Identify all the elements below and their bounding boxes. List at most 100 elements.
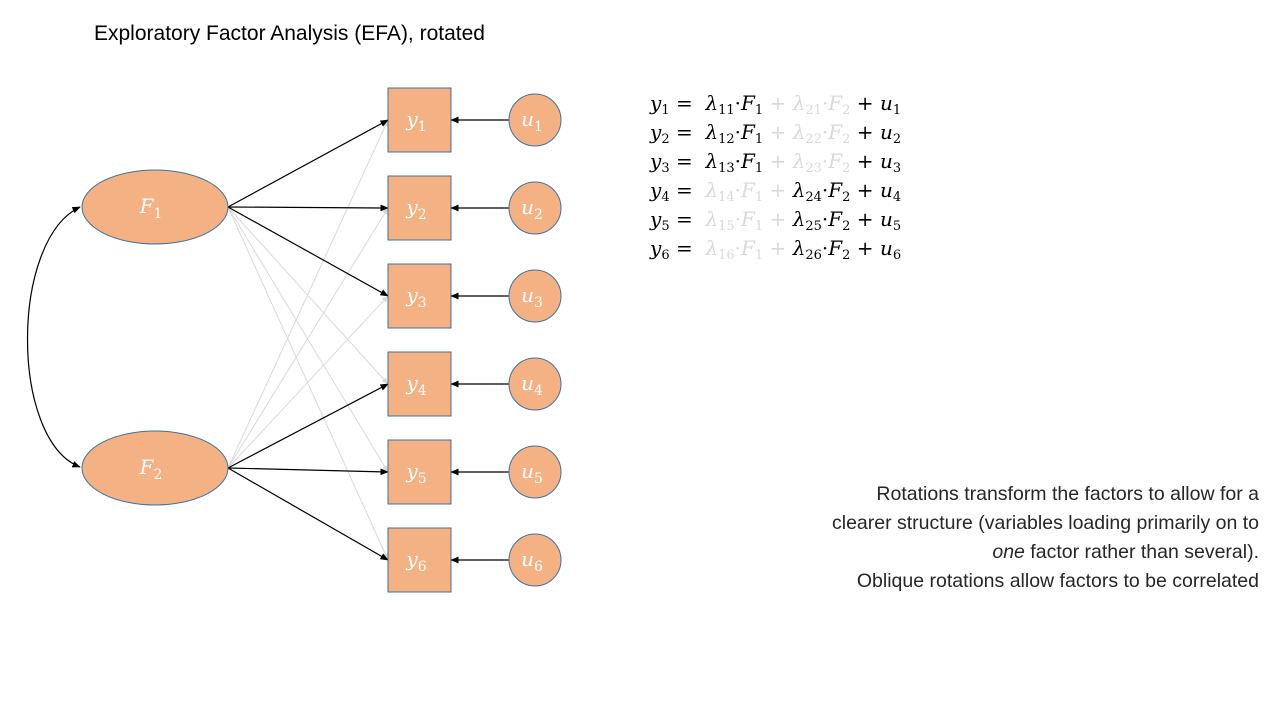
error-index: 4 [892,190,902,205]
loading-path-F2-y6 [227,467,389,561]
lambda-index: 22 [805,132,822,147]
equals-sign: = [669,120,706,144]
loading-term-1: λ12 · F1 [705,118,763,154]
loading-path-F2-y4 [227,383,389,469]
observed-box [387,439,452,505]
factor-index: 1 [754,161,764,176]
note-line-4: Oblique rotations allow factors to be co… [856,570,1259,592]
factor-symbol: F [828,178,843,202]
equation-lhs: y1 [650,89,670,125]
error-circle [508,269,562,323]
rotation-note: Rotations transform the factors to allow… [832,480,1259,596]
factor-symbol: F [741,120,755,144]
equals-sign: = [669,149,706,173]
dot-operator: · [821,91,829,115]
factor-index: 2 [842,103,851,118]
error-term: u2 [880,118,901,154]
error-node-u5: u5 [508,445,562,499]
note-line-3: one factor rather than several). [832,538,1259,567]
observed-node-y3: y3 [387,263,452,329]
factor-symbol: F [741,236,755,260]
loading-term-1: λ13 · F1 [705,147,763,183]
factor-symbol: F [828,236,843,260]
error-circle [508,445,562,499]
error-index: 2 [892,132,902,147]
lambda-symbol: λ [792,149,806,173]
error-node-u6: u6 [508,533,562,587]
loading-path-F2-y1 [227,119,389,469]
dot-operator: · [821,178,829,202]
observed-node-y4: y4 [387,351,452,417]
loading-path-F2-y2 [227,207,389,469]
loading-path-F1-y6 [227,206,389,561]
equals-sign: = [669,178,706,202]
equation-row: y5 = λ15 · F1 + λ25 · F2 + u5 [650,205,901,234]
factor-correlation-arrow [27,206,81,468]
loading-path-F1-y3 [227,206,389,297]
lambda-index: 23 [805,161,822,176]
lambda-index: 14 [718,190,735,205]
observed-node-y6: y6 [387,527,452,593]
note-line-1: Rotations transform the factors to allow… [876,483,1259,505]
lambda-symbol: λ [705,178,719,202]
lambda-index: 26 [805,248,822,263]
equation-lhs: y5 [650,205,670,241]
plus-sign: + [850,207,880,231]
factor-index: 1 [754,103,764,118]
plus-sign: + [850,178,880,202]
lambda-index: 25 [805,219,822,234]
factor-index: 2 [842,190,851,205]
factor-symbol: F [741,178,755,202]
loading-term-1: λ14 · F1 [705,176,763,212]
strong-loading-paths [227,119,389,561]
factor-index: 2 [842,132,851,147]
lambda-symbol: λ [792,236,806,260]
plus-sign: + [850,120,880,144]
equation-row: y1 = λ11 · F1 + λ21 · F2 + u1 [650,89,901,118]
plus-sign: + [763,207,793,231]
lambda-index: 13 [718,161,735,176]
note-emphasis: one [992,541,1025,563]
observed-box [387,527,452,593]
factor-symbol: F [741,207,755,231]
error-node-u3: u3 [508,269,562,323]
error-node-u1: u1 [508,93,562,147]
loading-path-F1-y1 [227,119,389,208]
observed-node-y1: y1 [387,87,452,153]
equation-lhs: y3 [650,147,670,183]
lhs-index: 3 [661,161,670,176]
factor-symbol: F [828,91,843,115]
dot-operator: · [734,149,742,173]
plus-sign: + [763,178,793,202]
observed-box [387,87,452,153]
observed-box [387,263,452,329]
slide-title: Exploratory Factor Analysis (EFA), rotat… [94,22,485,45]
loading-path-F2-y5 [227,467,389,476]
factor-symbol: F [828,149,843,173]
note-line-3-rest: factor rather than several). [1024,541,1259,563]
factor-index: 1 [754,248,764,263]
plus-sign: + [763,91,793,115]
lambda-index: 21 [805,103,822,118]
lhs-symbol: y [650,207,662,231]
loading-path-F1-y4 [227,206,389,385]
lhs-symbol: y [650,178,662,202]
error-symbol: u [879,91,893,115]
error-index: 1 [892,103,902,118]
lambda-symbol: λ [792,207,806,231]
plus-sign: + [763,149,793,173]
error-index: 3 [892,161,902,176]
loading-term-2: λ24 · F2 [793,176,851,212]
lambda-index: 11 [718,103,735,118]
loading-term-2: λ22 · F2 [793,118,851,154]
loading-term-1: λ16 · F1 [705,234,763,270]
error-circle [508,533,562,587]
dot-operator: · [734,120,742,144]
equation-row: y6 = λ16 · F1 + λ26 · F2 + u6 [650,234,901,263]
loading-path-F1-y2 [227,204,389,212]
lhs-index: 2 [661,132,670,147]
lhs-symbol: y [650,236,662,260]
lambda-symbol: λ [705,91,719,115]
equation-lhs: y4 [650,176,670,212]
